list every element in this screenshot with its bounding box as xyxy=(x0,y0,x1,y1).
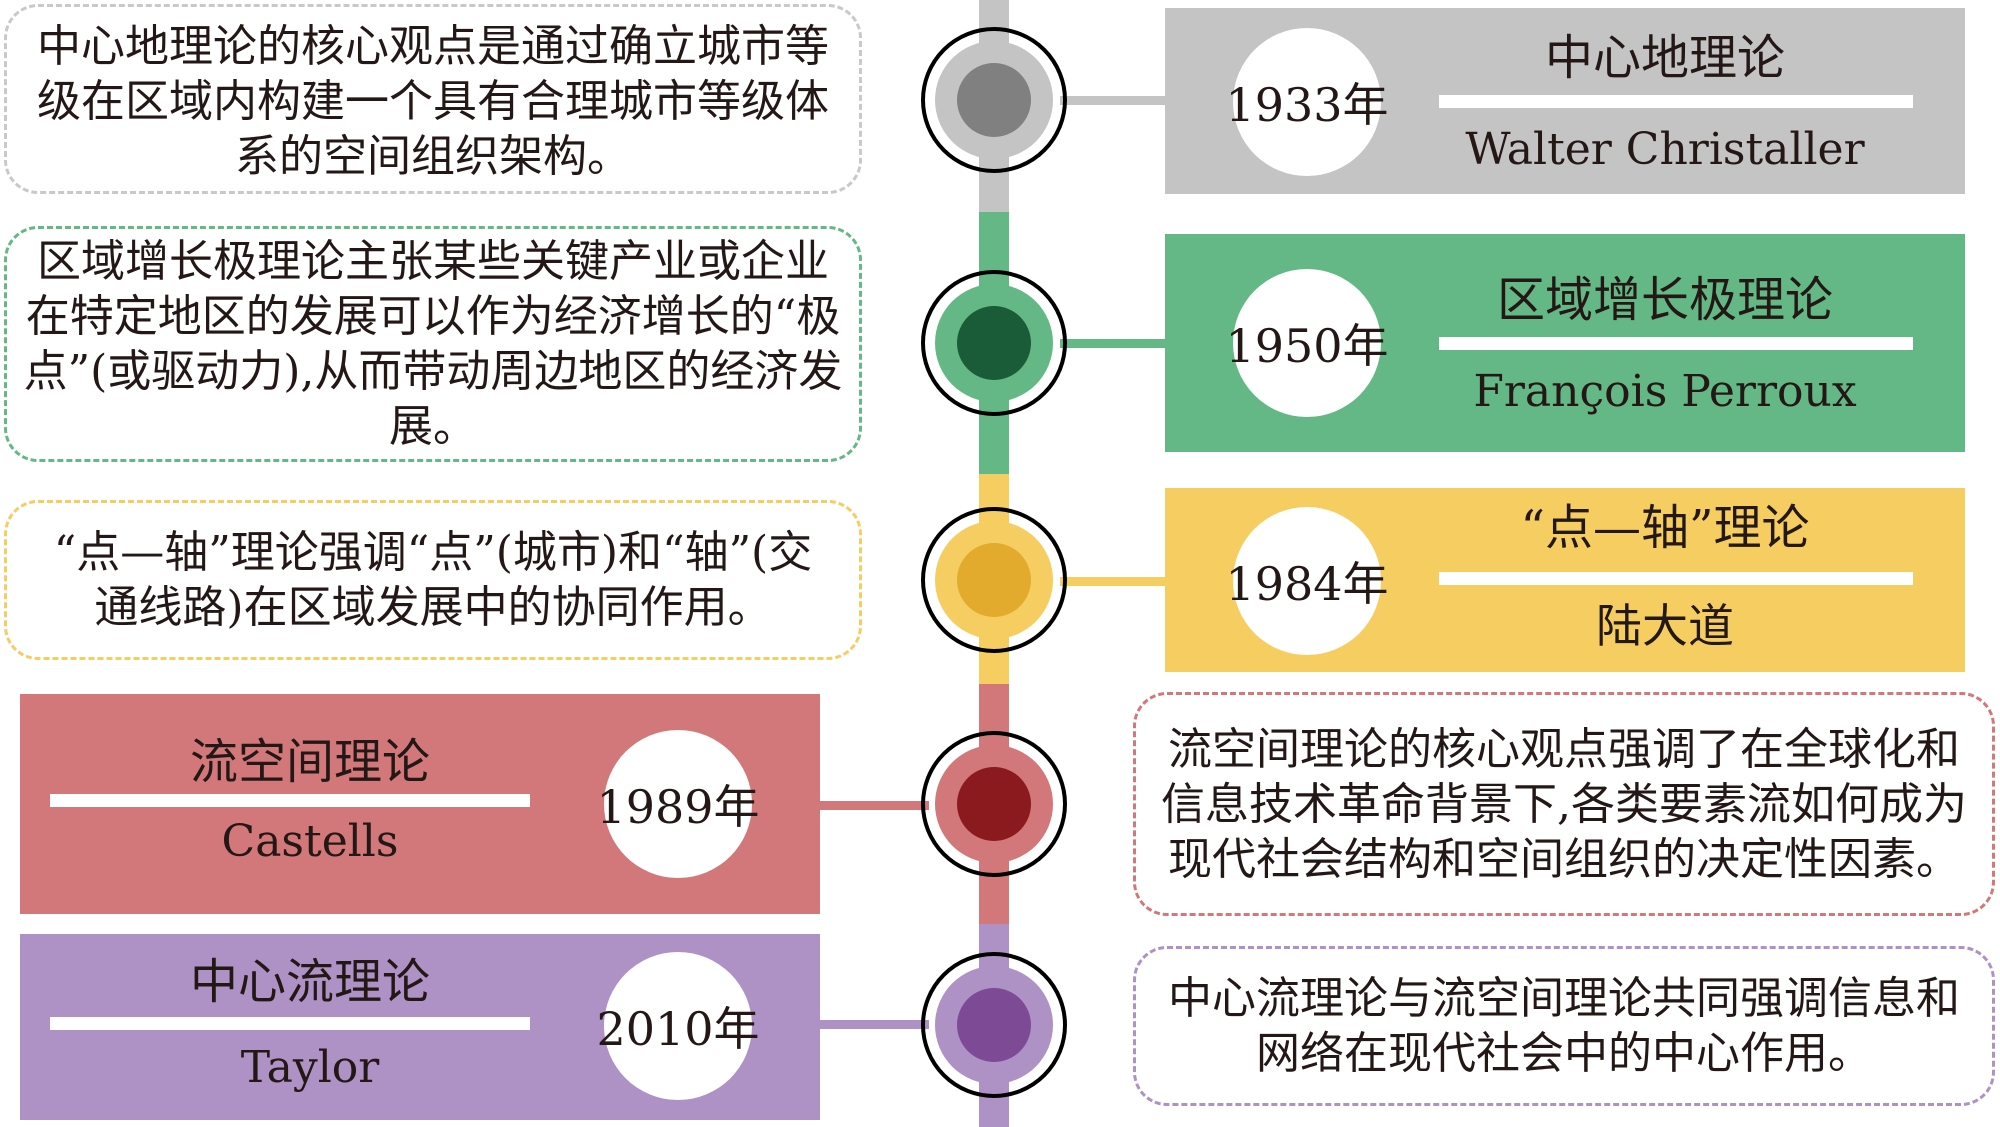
year-label: 1984年 xyxy=(1225,557,1389,611)
description-text: 中心流理论与流空间理论共同强调信息和网络在现代社会中的中心作用。 xyxy=(1168,973,1960,1079)
theorist-name: Castells xyxy=(221,816,399,867)
connector-1933 xyxy=(1060,96,1170,105)
theory-card-1950: 1950年 区域增长极理论 François Perroux xyxy=(1165,234,1965,452)
theorist-name: François Perroux xyxy=(1473,366,1857,417)
theory-title: “点—轴”理论 xyxy=(1520,500,1810,556)
divider-line xyxy=(1439,95,1913,108)
theory-card-1933: 1933年 中心地理论 Walter Christaller xyxy=(1165,8,1965,194)
description-text: 中心地理论的核心观点是通过确立城市等级在区域内构建一个具有合理城市等级体系的空间… xyxy=(37,20,829,182)
description-box-2010: 中心流理论与流空间理论共同强调信息和网络在现代社会中的中心作用。 xyxy=(1133,946,1995,1106)
timeline-node-1989 xyxy=(921,731,1067,877)
year-label: 1950年 xyxy=(1225,319,1389,373)
divider-line xyxy=(1439,337,1913,350)
year-badge: 1950年 xyxy=(1225,269,1389,417)
timeline-node-1933 xyxy=(921,27,1067,173)
connector-2010 xyxy=(819,1020,929,1029)
description-box-1984: “点—轴”理论强调“点”(城市)和“轴”(交通线路)在区域发展中的协同作用。 xyxy=(4,500,862,660)
year-label: 1989年 xyxy=(596,780,760,834)
connector-1989 xyxy=(819,801,929,810)
divider-line xyxy=(50,794,530,807)
divider-line xyxy=(1439,572,1913,585)
description-box-1989: 流空间理论的核心观点强调了在全球化和信息技术革命背景下,各类要素流如何成为现代社… xyxy=(1133,692,1995,916)
theorist-name: Walter Christaller xyxy=(1465,124,1865,175)
year-badge: 1984年 xyxy=(1225,507,1389,655)
year-badge: 1933年 xyxy=(1225,28,1389,176)
theory-card-2010: 2010年 中心流理论 Taylor xyxy=(20,934,820,1120)
timeline-node-2010 xyxy=(921,952,1067,1098)
theory-title: 区域增长极理论 xyxy=(1496,272,1833,328)
theorist-name: Taylor xyxy=(240,1042,380,1093)
theorist-name: 陆大道 xyxy=(1596,599,1734,653)
timeline-node-1984 xyxy=(921,507,1067,653)
theory-title: 流空间理论 xyxy=(189,734,430,790)
description-text: 区域增长极理论主张某些关键产业或企业在特定地区的发展可以作为经济增长的“极点”(… xyxy=(23,236,843,452)
description-text: “点—轴”理论强调“点”(城市)和“轴”(交通线路)在区域发展中的协同作用。 xyxy=(53,527,813,633)
connector-1984 xyxy=(1060,577,1170,586)
year-label: 1933年 xyxy=(1225,78,1389,132)
year-badge: 2010年 xyxy=(596,952,760,1100)
description-text: 流空间理论的核心观点强调了在全球化和信息技术革命背景下,各类要素流如何成为现代社… xyxy=(1161,723,1967,885)
theory-card-1984: 1984年 “点—轴”理论 陆大道 xyxy=(1165,488,1965,672)
year-label: 2010年 xyxy=(596,1002,760,1056)
year-badge: 1989年 xyxy=(596,730,760,878)
divider-line xyxy=(50,1017,530,1030)
theory-title: 中心地理论 xyxy=(1544,30,1785,86)
theory-card-1989: 1989年 流空间理论 Castells xyxy=(20,694,820,914)
description-box-1933: 中心地理论的核心观点是通过确立城市等级在区域内构建一个具有合理城市等级体系的空间… xyxy=(4,4,862,194)
timeline-node-1950 xyxy=(921,270,1067,416)
description-box-1950: 区域增长极理论主张某些关键产业或企业在特定地区的发展可以作为经济增长的“极点”(… xyxy=(4,226,862,462)
connector-1950 xyxy=(1060,339,1170,348)
theory-title: 中心流理论 xyxy=(189,954,430,1010)
